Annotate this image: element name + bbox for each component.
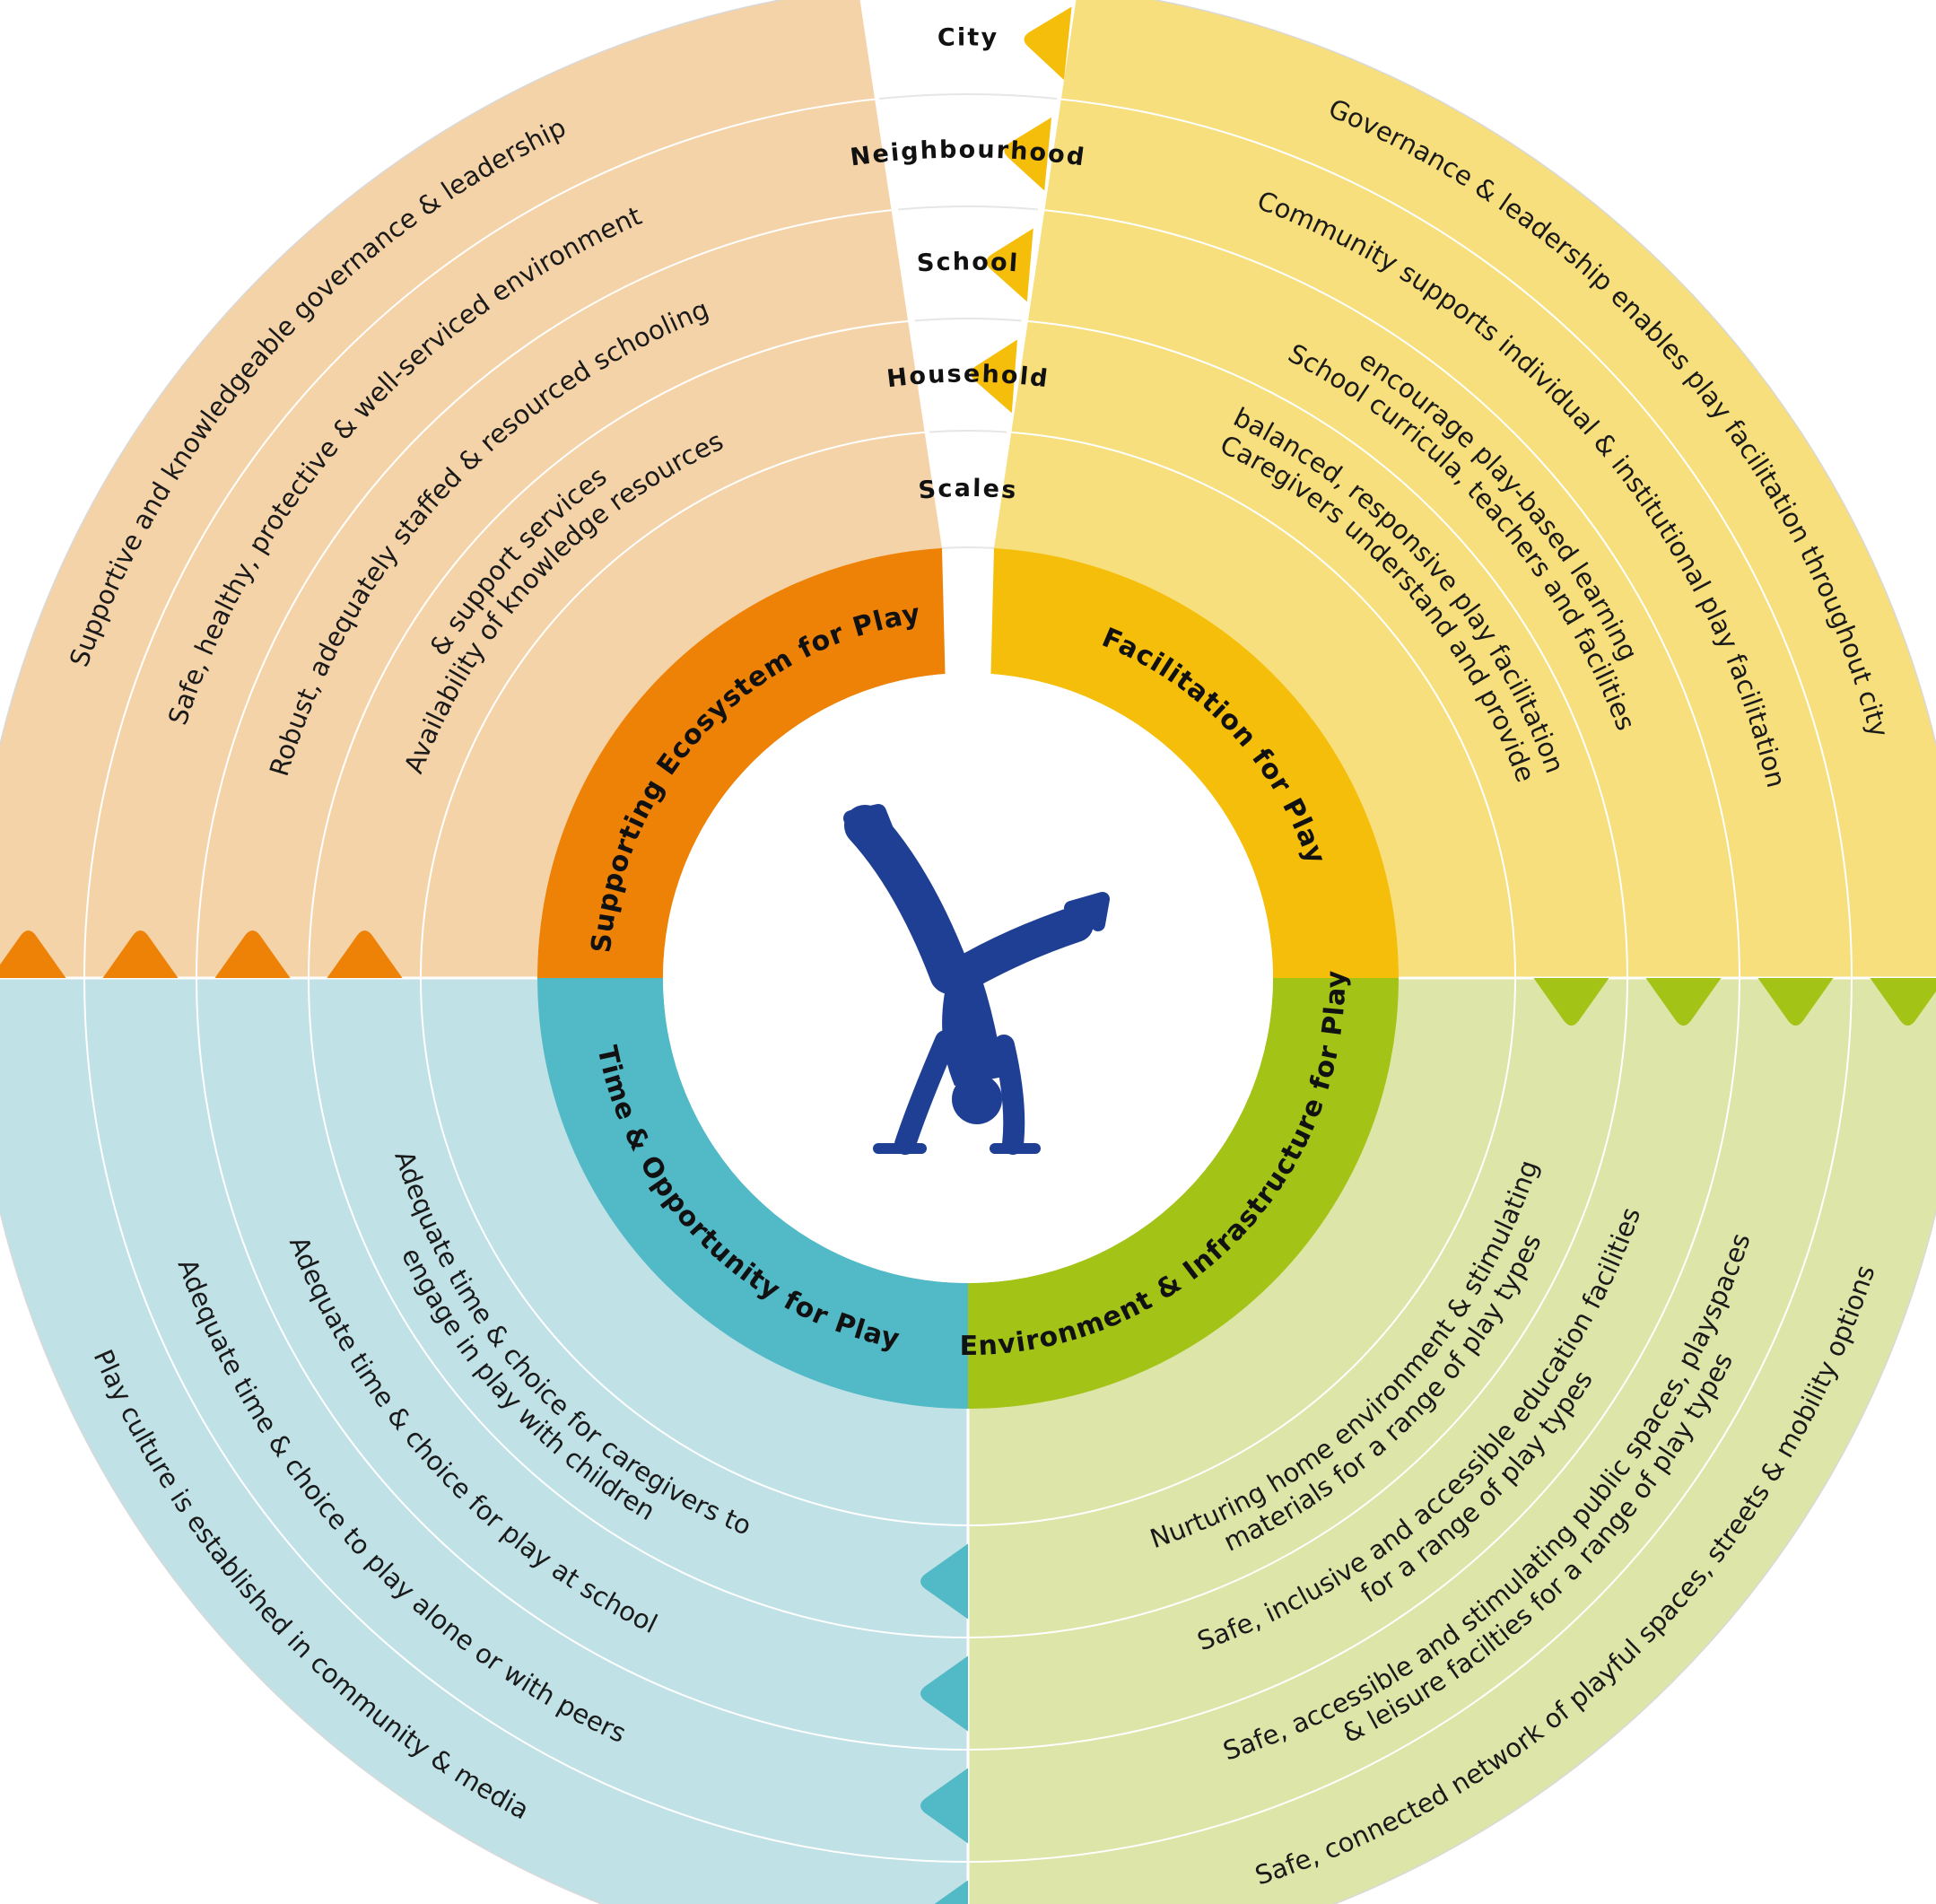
scale-label-household: Household [885, 360, 1051, 393]
scale-divider [929, 431, 1007, 432]
scale-label-school: School [916, 248, 1020, 277]
scale-divider [942, 547, 994, 548]
scale-label-neighbourhood: Neighbourhood [849, 135, 1087, 171]
scale-divider [898, 206, 1038, 210]
scale-divider [879, 94, 1057, 99]
scales-title: Scales [917, 475, 1018, 505]
scale-label-city: City [937, 23, 999, 52]
scale-divider [915, 319, 1022, 320]
